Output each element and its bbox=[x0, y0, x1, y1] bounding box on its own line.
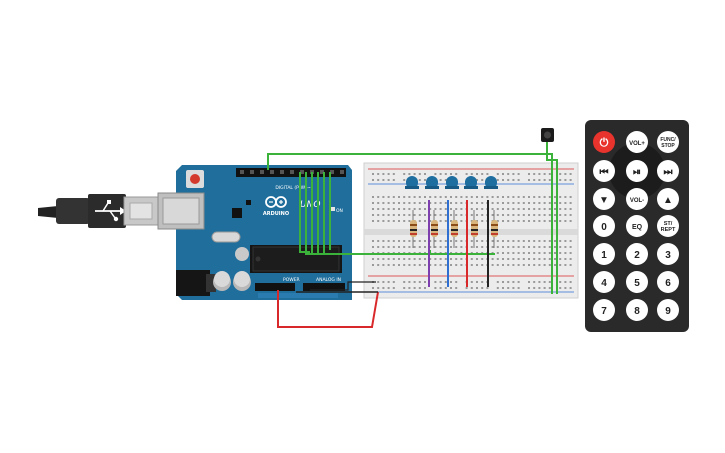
eq-button[interactable]: EQ bbox=[626, 215, 648, 237]
down-button[interactable]: ▼ bbox=[593, 188, 615, 210]
resistor[interactable] bbox=[491, 210, 498, 248]
svg-text:FUNC/: FUNC/ bbox=[660, 137, 676, 143]
svg-text:5: 5 bbox=[634, 278, 640, 289]
svg-text:3: 3 bbox=[665, 250, 671, 261]
forward-icon: ⏭ bbox=[664, 167, 673, 178]
power-button[interactable]: ⏻ bbox=[593, 131, 615, 153]
seven-button[interactable]: 7 bbox=[593, 299, 615, 321]
play-pause-button[interactable]: ⏯ bbox=[626, 160, 648, 182]
svg-text:0: 0 bbox=[601, 222, 607, 233]
svg-text:8: 8 bbox=[634, 306, 640, 317]
up-arrow-icon: ▲ bbox=[663, 195, 673, 206]
svg-text:VOL+: VOL+ bbox=[629, 141, 645, 147]
led[interactable] bbox=[425, 176, 439, 189]
eight-button[interactable]: 8 bbox=[626, 299, 648, 321]
resistor[interactable] bbox=[410, 210, 417, 248]
svg-text:EQ: EQ bbox=[632, 224, 643, 231]
svg-text:7: 7 bbox=[601, 306, 607, 317]
st-rept-button[interactable]: ST/ REPT bbox=[657, 215, 679, 237]
svg-text:2: 2 bbox=[634, 250, 640, 261]
usb-cable[interactable] bbox=[38, 194, 159, 228]
atmega-chip bbox=[250, 245, 342, 273]
svg-text:VOL-: VOL- bbox=[630, 198, 644, 204]
svg-text:⏻: ⏻ bbox=[600, 136, 609, 149]
analog-label: ANALOG IN bbox=[316, 277, 341, 283]
svg-text:6: 6 bbox=[665, 278, 671, 289]
arduino-brand: ARDUINO bbox=[263, 211, 289, 217]
on-label: ON bbox=[336, 208, 343, 214]
digital-label: DIGITAL (PWM~) bbox=[275, 185, 313, 191]
vol-up-button[interactable]: VOL+ bbox=[626, 131, 648, 153]
leds bbox=[405, 176, 498, 189]
resistor[interactable] bbox=[471, 210, 478, 248]
ir-receiver[interactable] bbox=[541, 128, 554, 142]
five-button[interactable]: 5 bbox=[626, 271, 648, 293]
svg-text:REPT: REPT bbox=[661, 227, 676, 233]
two-button[interactable]: 2 bbox=[626, 243, 648, 265]
arduino-model: UNO bbox=[300, 200, 320, 210]
four-button[interactable]: 4 bbox=[593, 271, 615, 293]
down-arrow-icon: ▼ bbox=[599, 195, 609, 206]
svg-text:4: 4 bbox=[601, 278, 607, 289]
power-label: POWER bbox=[283, 277, 300, 283]
arduino-logo-icon bbox=[265, 196, 287, 208]
forward-button[interactable]: ⏭ bbox=[657, 160, 679, 182]
six-button[interactable]: 6 bbox=[657, 271, 679, 293]
power-wires bbox=[277, 281, 379, 328]
resistor[interactable] bbox=[451, 210, 458, 248]
ir-remote[interactable]: ⏻ VOL+ FUNC/ STOP ⏮ ⏯ ⏭ ▼ VOL- bbox=[585, 120, 689, 332]
rewind-icon: ⏮ bbox=[600, 167, 609, 178]
zero-button[interactable]: 0 bbox=[593, 215, 615, 237]
rewind-button[interactable]: ⏮ bbox=[593, 160, 615, 182]
vol-down-button[interactable]: VOL- bbox=[626, 188, 648, 210]
usb-icon bbox=[95, 200, 126, 222]
func-stop-button[interactable]: FUNC/ STOP bbox=[657, 131, 679, 153]
svg-text:STOP: STOP bbox=[661, 143, 675, 149]
play-pause-icon: ⏯ bbox=[633, 167, 641, 178]
up-button[interactable]: ▲ bbox=[657, 188, 679, 210]
led[interactable] bbox=[405, 176, 419, 189]
svg-text:1: 1 bbox=[601, 250, 607, 261]
column-wires bbox=[428, 200, 489, 287]
on-led bbox=[331, 207, 335, 211]
one-button[interactable]: 1 bbox=[593, 243, 615, 265]
three-button[interactable]: 3 bbox=[657, 243, 679, 265]
led[interactable] bbox=[484, 176, 498, 189]
nine-button[interactable]: 9 bbox=[657, 299, 679, 321]
resistor[interactable] bbox=[431, 210, 438, 248]
svg-text:9: 9 bbox=[665, 306, 671, 317]
svg-text:ST/: ST/ bbox=[664, 221, 673, 227]
reset-button[interactable] bbox=[186, 170, 204, 188]
arduino-uno-board[interactable]: DIGITAL (PWM~) ARDUINO UNO ON bbox=[157, 165, 352, 300]
resistors bbox=[410, 210, 498, 248]
led[interactable] bbox=[464, 176, 478, 189]
led[interactable] bbox=[445, 176, 459, 189]
